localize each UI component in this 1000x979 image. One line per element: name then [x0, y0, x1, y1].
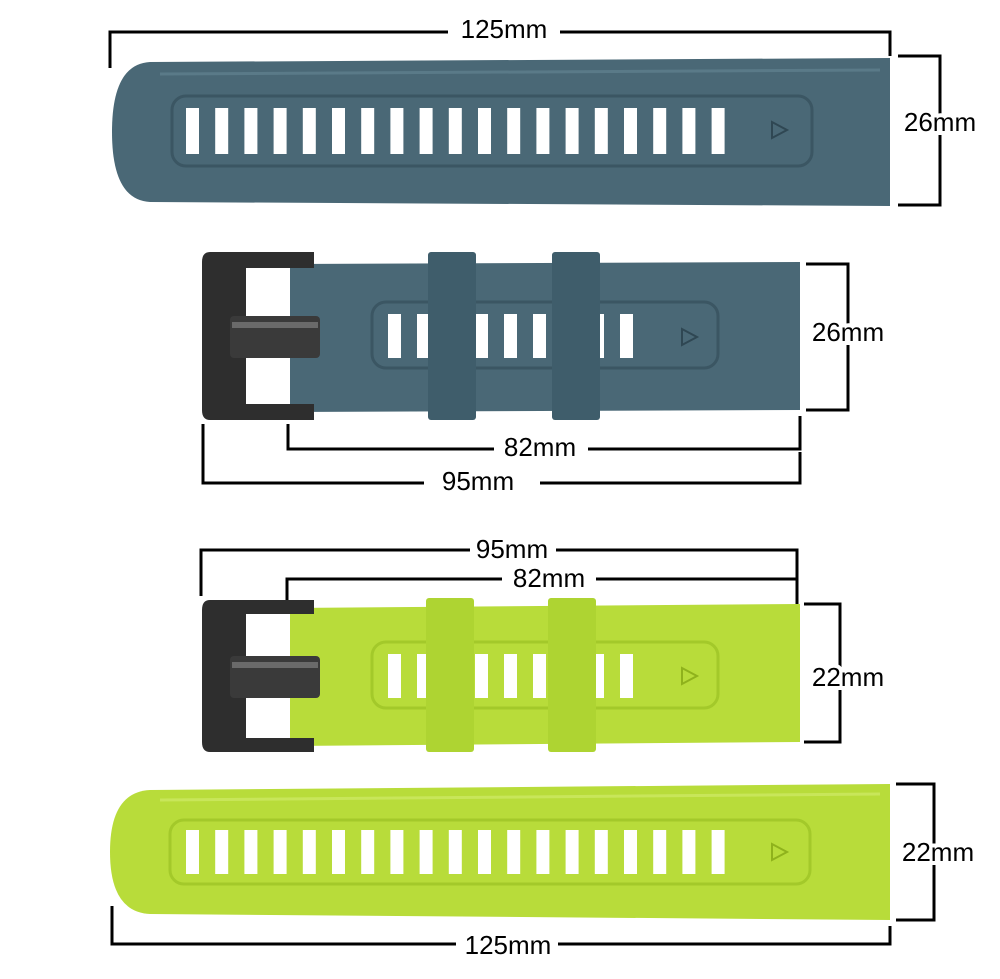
strap-hole	[682, 108, 696, 154]
strap-holes	[186, 830, 725, 874]
strap-hole	[448, 108, 462, 154]
strap-hole	[475, 654, 488, 698]
strap-hole	[711, 830, 725, 874]
strap-hole	[244, 830, 258, 874]
arrow-triangle-icon	[681, 327, 700, 347]
dimension-lime-long-width: 22mm	[896, 782, 978, 922]
strap-hole	[448, 830, 462, 874]
lime-long-strap	[110, 784, 890, 920]
strap-hole	[475, 314, 488, 358]
strap-hole	[302, 830, 316, 874]
dimension-teal-short-width: 26mm	[806, 262, 888, 412]
strap-keeper	[426, 598, 474, 752]
dimension-lime-short-inner-length: 82mm	[285, 563, 797, 600]
dimension-label: 95mm	[476, 534, 548, 564]
strap-hole	[478, 830, 491, 874]
buckle-icon	[202, 252, 320, 420]
strap-hole	[332, 830, 345, 874]
strap-hole	[419, 830, 433, 874]
strap-keeper	[428, 252, 476, 420]
teal-long-strap	[112, 58, 890, 206]
teal-short-strap	[202, 252, 800, 420]
dimension-label: 22mm	[902, 837, 974, 867]
dimension-lime-long-length: 125mm	[110, 906, 892, 960]
strap-hole	[620, 654, 633, 698]
dimension-label: 95mm	[442, 466, 514, 496]
strap-keeper	[548, 598, 596, 752]
strap-holes	[186, 108, 725, 154]
arrow-triangle-icon	[771, 120, 790, 140]
strap-hole	[565, 108, 579, 154]
dimension-label: 125mm	[461, 14, 548, 44]
strap-hole	[273, 830, 287, 874]
dimension-teal-long-width: 26mm	[898, 54, 980, 207]
arrow-triangle-icon	[681, 666, 700, 686]
strap-hole	[682, 830, 696, 874]
strap-hole	[361, 108, 375, 154]
dimension-lime-short-width: 22mm	[804, 602, 888, 744]
dimension-label: 82mm	[513, 563, 585, 593]
strap-hole	[390, 108, 404, 154]
strap-hole	[361, 830, 375, 874]
arrow-triangle-icon	[771, 842, 790, 862]
strap-hole	[417, 314, 430, 358]
dimension-label: 125mm	[465, 930, 552, 960]
dimension-teal-short-inner-length: 82mm	[286, 416, 802, 462]
strap-hole	[388, 654, 401, 698]
strap-hole	[478, 108, 491, 154]
strap-hole	[533, 654, 546, 698]
strap-hole	[624, 108, 637, 154]
strap-hole	[388, 314, 401, 358]
strap-hole	[332, 108, 345, 154]
dimension-teal-short-total-length: 95mm	[201, 424, 802, 496]
dimension-label: 22mm	[812, 662, 884, 692]
strap-hole	[302, 108, 316, 154]
strap-hole	[653, 108, 667, 154]
dimension-label: 26mm	[812, 317, 884, 347]
strap-hole	[186, 108, 199, 154]
strap-hole	[215, 830, 229, 874]
strap-hole	[390, 830, 404, 874]
strap-hole	[215, 108, 229, 154]
strap-hole	[653, 830, 667, 874]
strap-hole	[533, 314, 546, 358]
strap-hole	[419, 108, 433, 154]
strap-keeper	[552, 252, 600, 420]
strap-hole	[536, 108, 550, 154]
strap-hole	[594, 830, 608, 874]
strap-hole	[711, 108, 725, 154]
strap-hole	[507, 830, 521, 874]
strap-holes	[388, 654, 633, 698]
strap-hole	[504, 314, 517, 358]
dimension-label: 26mm	[904, 107, 976, 137]
lime-short-strap	[202, 598, 800, 752]
dimension-label: 82mm	[504, 432, 576, 462]
strap-hole	[186, 830, 199, 874]
strap-hole	[620, 314, 633, 358]
strap-hole	[624, 830, 637, 874]
dimension-lime-short-total-length: 95mm	[199, 534, 799, 604]
strap-hole	[504, 654, 517, 698]
strap-hole	[565, 830, 579, 874]
buckle-icon	[202, 600, 320, 752]
strap-hole	[273, 108, 287, 154]
dimension-teal-long-length: 125mm	[108, 14, 892, 68]
strap-hole	[594, 108, 608, 154]
strap-hole	[536, 830, 550, 874]
strap-hole	[507, 108, 521, 154]
strap-hole	[244, 108, 258, 154]
